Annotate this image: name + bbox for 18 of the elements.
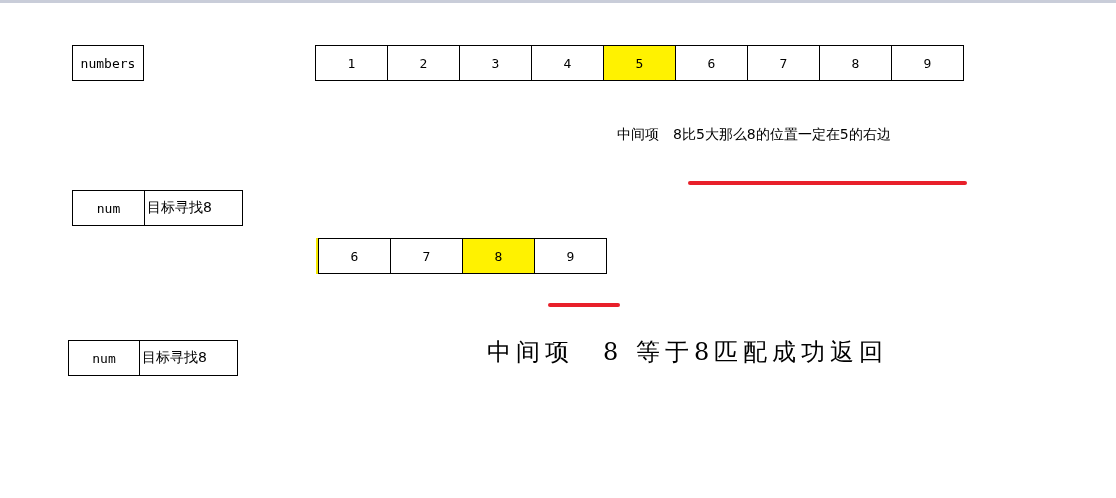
- array-cell: 5: [603, 45, 676, 81]
- array-cell: 9: [534, 238, 607, 274]
- array-cell: 3: [459, 45, 532, 81]
- label-box: num: [68, 340, 140, 376]
- value-box: 目标寻找8: [144, 190, 243, 226]
- array-cell: 9: [891, 45, 964, 81]
- array-cell: 8: [819, 45, 892, 81]
- value-box: 目标寻找8: [139, 340, 238, 376]
- array-cell: 7: [747, 45, 820, 81]
- note-text: 中间项 8 等于8匹配成功返回: [487, 337, 889, 368]
- array-cell: 6: [675, 45, 748, 81]
- array-cell: 2: [387, 45, 460, 81]
- array-cell: 1: [315, 45, 388, 81]
- array-cell: 6: [318, 238, 391, 274]
- array-cell: 8: [462, 238, 535, 274]
- note-text: 中间项 8比5大那么8的位置一定在5的右边: [617, 126, 891, 144]
- label-box: num: [72, 190, 145, 226]
- label-box: numbers: [72, 45, 144, 81]
